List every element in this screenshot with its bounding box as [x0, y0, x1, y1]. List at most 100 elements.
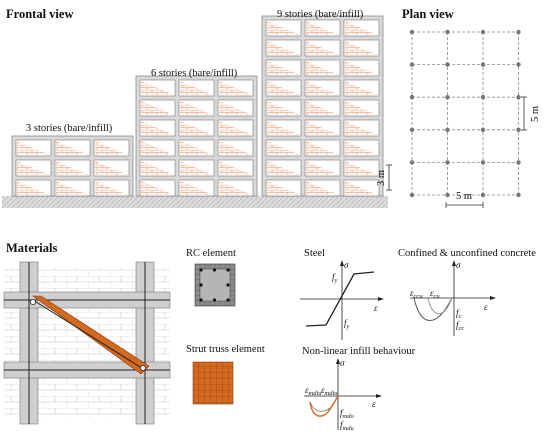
steel-eps: ε: [374, 303, 378, 313]
infill-brick: [306, 61, 339, 75]
rebar-dot: [226, 298, 230, 302]
infill-emdio: εmdio: [321, 385, 338, 397]
plan-column: [480, 62, 486, 67]
frame-3: [11, 135, 134, 197]
plan-column: [480, 95, 486, 100]
infill-brick: [345, 161, 378, 175]
plan-column: [409, 29, 415, 35]
infill-brick: [267, 181, 300, 195]
frames: [11, 15, 384, 197]
rebar-dot: [226, 283, 230, 287]
infill-brick: [345, 121, 378, 135]
infill-brick: [141, 101, 174, 115]
plan-column: [516, 160, 521, 165]
plan-column: [516, 192, 521, 198]
plan-column: [409, 95, 415, 100]
infill-brick: [180, 141, 213, 155]
frame-9-label: 9 stories (bare/infill): [277, 9, 364, 20]
rebar-dot: [212, 268, 217, 272]
concrete-eccu: εccu: [410, 288, 423, 300]
infill-brick: [95, 181, 128, 195]
plan-column: [480, 192, 486, 198]
infill-brick: [141, 161, 174, 175]
infill-brick: [345, 61, 378, 75]
frame-6-label: 6 stories (bare/infill): [151, 68, 238, 79]
infill-title: Non-linear infill behaviour: [302, 346, 416, 357]
plan-column: [516, 29, 521, 35]
plan-column: [409, 127, 415, 132]
infill-brick: [345, 101, 378, 115]
plan-dim-vertical-label: 5 m: [530, 106, 541, 122]
infill-brick: [56, 161, 89, 175]
infill-fmdu: fmdu: [340, 420, 354, 432]
infill-brick: [306, 101, 339, 115]
steel-title: Steel: [304, 248, 325, 259]
infill-brick: [306, 141, 339, 155]
infill-brick: [345, 141, 378, 155]
infill-brick: [141, 121, 174, 135]
plan-dim-horizontal: 5 m: [445, 191, 484, 208]
materials-heading: Materials: [6, 241, 58, 255]
infill-brick: [180, 161, 213, 175]
infill-brick: [267, 121, 300, 135]
rc-element-section: [194, 263, 236, 307]
concrete-eps: ε: [484, 302, 488, 312]
steel-fy-bottom: fy: [344, 318, 350, 330]
infill-brick: [345, 41, 378, 55]
infill-brick: [345, 21, 378, 35]
plan-column: [445, 95, 450, 100]
infill-brick: [267, 161, 300, 175]
infill-eps: ε: [372, 399, 376, 409]
strut-element-label: Strut truss element: [186, 344, 265, 355]
infill-emdiu: εmdiu: [305, 385, 322, 397]
infill-brick: [56, 181, 89, 195]
concrete-fc: fc: [456, 308, 462, 320]
infill-brick: [180, 121, 213, 135]
plan-column: [445, 192, 450, 198]
infill-fmdo: fmdo: [340, 408, 354, 420]
plan-column: [409, 160, 415, 165]
infill-brick: [306, 181, 339, 195]
concrete-title: Confined & unconfined concrete: [398, 248, 536, 259]
infill-brick: [267, 81, 300, 95]
plan-grid: [409, 29, 521, 198]
infill-brick: [17, 141, 50, 155]
infill-brick: [219, 141, 252, 155]
plan-column: [516, 127, 521, 132]
rebar-dot: [199, 298, 203, 302]
infill-brick: [219, 161, 252, 175]
frame-9: [261, 15, 384, 197]
infill-brick: [141, 141, 174, 155]
infill-brick: [219, 101, 252, 115]
infill-brick: [56, 141, 89, 155]
concrete-fcc: fcc: [456, 320, 464, 332]
plan-column: [409, 192, 415, 198]
plan-column: [480, 160, 486, 165]
infill-brick: [180, 81, 213, 95]
frontal-view-heading: Frontal view: [6, 7, 73, 21]
frame-3-label: 3 stories (bare/infill): [26, 123, 113, 134]
story-height-dimension: 3 m: [376, 164, 392, 191]
infill-brick: [17, 161, 50, 175]
concrete-sigma: σ: [456, 260, 461, 270]
rc-element-label: RC element: [186, 248, 236, 259]
plan-column: [516, 62, 521, 67]
infill-brick: [267, 41, 300, 55]
infill-brick: [180, 181, 213, 195]
plan-column: [445, 160, 450, 165]
frame-6: [135, 75, 258, 197]
plan-column: [480, 29, 486, 35]
infill-brick: [180, 101, 213, 115]
story-height-label: 3 m: [376, 170, 387, 186]
infill-brick: [267, 101, 300, 115]
concrete-law-graph: Confined & unconfined concrete σ ε εccu …: [398, 248, 536, 336]
infill-brick: [219, 181, 252, 195]
infill-sigma: σ: [340, 358, 345, 368]
infill-brick: [141, 81, 174, 95]
plan-column: [480, 127, 486, 132]
infill-brick: [306, 21, 339, 35]
infill-brick: [141, 181, 174, 195]
steel-fy-top: fy: [332, 272, 338, 284]
